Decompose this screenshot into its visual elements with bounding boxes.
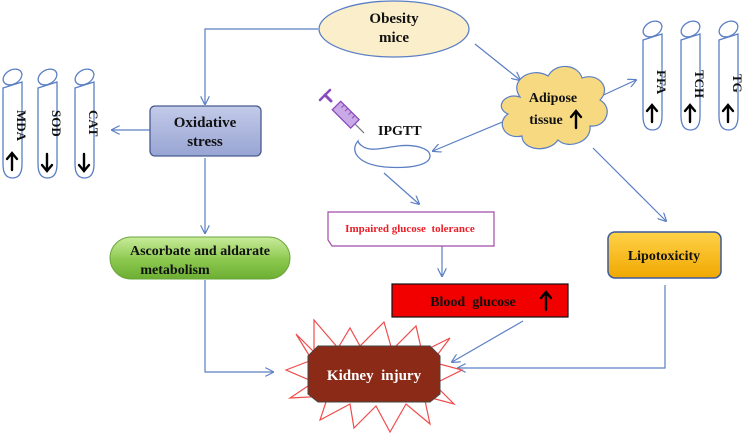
tube-mda-label: MDA [14,110,29,142]
ascorbate-line2: metabolism [140,263,210,278]
left-tubes-group: MDA SOD CAT [2,68,101,179]
tube-cat-label: CAT [86,110,101,137]
blood-glucose-box [391,283,569,318]
arrow-lipotoxicity-to-kidney [458,285,666,368]
obesity-mice-ellipse [318,0,470,58]
kidney-injury-label: Kidney injury [327,368,422,384]
impaired-glucose-label: Impaired glucose tolerance [345,223,475,235]
arrow-obesity-to-adipose [474,43,520,80]
arrow-adipose-to-ipgtt [433,117,513,151]
tube-sod-outline [37,81,58,179]
tube-tg-up-arrow-icon [721,103,735,124]
tube-ffa-label: FFA [654,70,669,95]
tube-tch: TCH [680,20,707,131]
right-tubes-group: FFA TCH TG [642,20,745,131]
connectors [112,28,666,372]
impaired-glucose-box [327,211,495,247]
syringe-icon [318,88,365,134]
adipose-tissue-cloud [500,65,608,150]
ascorbate-box [109,236,291,280]
ipgtt-label: IPGTT [378,124,422,139]
adipose-up-arrow-icon [569,109,583,130]
obesity-mice-node: Obesity mice [318,0,470,58]
tube-tch-up-arrow-icon [683,103,697,124]
arrow-ipgtt-to-impaired [383,172,419,204]
lipotoxicity-node: Lipotoxicity [607,231,722,279]
obesity-mice-line2: mice [379,30,409,46]
oxidative-stress-box [149,105,262,157]
lipotoxicity-label: Lipotoxicity [628,249,700,264]
impaired-glucose-node: Impaired glucose tolerance [327,211,495,247]
tube-mda-outline [2,81,23,179]
tube-sod-label: SOD [49,110,64,137]
tube-mda-up-arrow-icon [5,151,19,172]
adipose-tissue-node: Adipose tissue [500,65,608,150]
tube-mda: MDA [2,68,29,179]
tube-cat-down-arrow-icon [77,152,91,173]
tube-ffa-outline [642,33,663,131]
tube-cat-cap [74,68,95,86]
arrow-blood-glucose-to-kidney [452,320,524,362]
kidney-injury-box [307,345,441,403]
tube-ffa-up-arrow-icon [645,103,659,124]
tube-tg-outline [718,33,739,131]
blood-glucose-up-arrow-icon [539,290,553,312]
ascorbate-line1: Ascorbate and aldarate [130,244,270,259]
tube-sod: SOD [37,68,64,179]
tube-tg-label: TG [730,74,745,93]
tube-ffa: FFA [642,20,669,131]
tube-sod-cap [37,68,58,86]
adipose-tissue-line1: Adipose [529,91,577,106]
oxidative-stress-node: Oxidative stress [149,105,262,157]
blood-glucose-label: Blood glucose [430,295,516,310]
tube-tg-cap [718,20,739,38]
tube-mda-cap [2,68,23,86]
adipose-tissue-line2: tissue [529,113,562,128]
tube-tch-outline [680,33,701,131]
kidney-injury-node: Kidney injury [284,318,464,434]
arrow-ascorbate-to-kidney [204,280,273,372]
tube-cat-outline [74,81,95,179]
injection-pad-icon [354,139,431,169]
tube-tch-label: TCH [692,70,707,98]
blood-glucose-node: Blood glucose [391,283,569,318]
tube-ffa-cap [642,20,663,38]
obesity-mice-line1: Obesity [369,11,419,27]
ascorbate-node: Ascorbate and aldarate metabolism [109,236,291,280]
arrow-obesity-to-oxidative [205,28,318,104]
tube-tch-cap [680,20,701,38]
arrow-adipose-to-lipotoxicity [592,147,666,221]
ipgtt-node: IPGTT [318,88,431,169]
tube-tg: TG [718,20,745,131]
oxidative-stress-line1: Oxidative [174,115,237,131]
tube-cat: CAT [74,68,101,179]
tube-sod-down-arrow-icon [40,152,54,173]
oxidative-stress-line2: stress [187,134,223,150]
lipotoxicity-box [607,231,722,279]
